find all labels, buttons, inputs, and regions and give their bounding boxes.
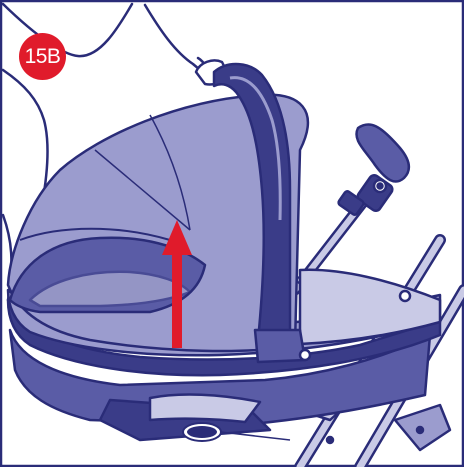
step-label: 15B bbox=[24, 44, 61, 68]
push-handle bbox=[337, 123, 411, 216]
carry-handle bbox=[212, 62, 312, 364]
brand-logo bbox=[182, 422, 222, 442]
arrow-up-icon bbox=[162, 220, 192, 348]
cord bbox=[220, 431, 291, 441]
step-badge: 15B bbox=[19, 33, 66, 80]
canopy bbox=[6, 93, 442, 353]
